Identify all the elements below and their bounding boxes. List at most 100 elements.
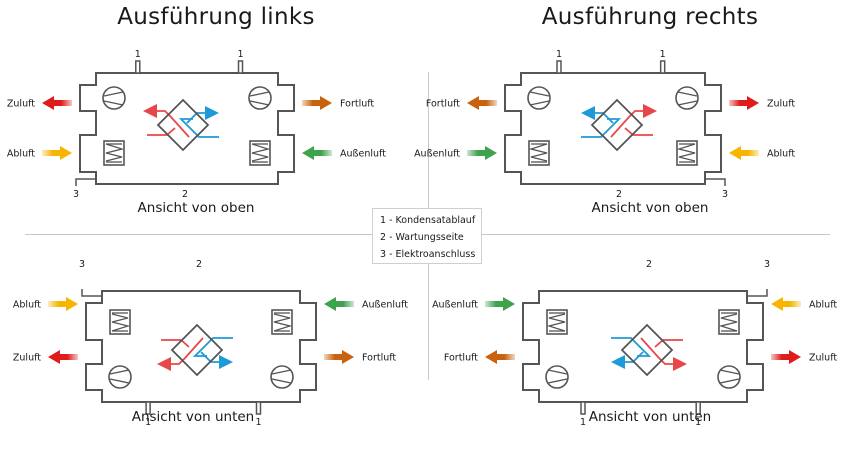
- arrow-aussenluft: [302, 146, 332, 160]
- cold-flow-line: [186, 112, 205, 124]
- housing-outline: [79, 72, 295, 185]
- port-label-zuluft: Zuluft: [13, 353, 41, 364]
- cold-flow-line: [611, 337, 652, 357]
- housing-outline: [522, 290, 764, 403]
- filter-icon: [103, 140, 125, 166]
- housing-outline: [504, 72, 722, 185]
- cold-flow-line: [178, 118, 219, 138]
- arrow-fortluft: [485, 350, 515, 364]
- unit-housing: [81, 289, 317, 415]
- arrow-abluft: [48, 297, 78, 311]
- arrow-zuluft: [42, 96, 72, 110]
- title-ausfuehrung-rechts: Ausführung rechts: [541, 4, 759, 30]
- port-label-aussenluft: Außenluft: [414, 149, 460, 160]
- marker-electrical: 3: [73, 189, 79, 200]
- condensate-drain-stub: [135, 60, 141, 74]
- heat-exchanger-icon: [157, 323, 233, 377]
- marker-condensate: 1: [135, 49, 141, 60]
- heat-exchanger-icon: [143, 98, 219, 152]
- condensate-drain-stub: [695, 401, 701, 415]
- caption-left-top: Ansicht von oben: [137, 200, 255, 216]
- port-label-abluft: Abluft: [809, 300, 837, 311]
- heat-exchanger-icon: [611, 323, 687, 377]
- arrow-zuluft: [729, 96, 759, 110]
- fan-icon: [248, 86, 272, 110]
- exchanger-diamond: [170, 323, 224, 377]
- arrow-fortluft: [467, 96, 497, 110]
- marker-condensate: 1: [237, 49, 243, 60]
- filter-icon: [271, 309, 293, 335]
- filter-icon: [676, 140, 698, 166]
- marker-service-side: 2: [182, 189, 188, 200]
- exchanger-diamond: [620, 323, 674, 377]
- unit-housing: [522, 289, 768, 415]
- cold-flow-arrow: [611, 355, 625, 369]
- filter-icon: [546, 309, 568, 335]
- heat-exchanger-icon: [581, 98, 657, 152]
- port-label-fortluft: Fortluft: [426, 99, 460, 110]
- fan-icon: [527, 86, 551, 110]
- port-label-fortluft: Fortluft: [362, 353, 396, 364]
- port-label-zuluft: Zuluft: [809, 353, 837, 364]
- cold-flow-line: [200, 351, 219, 363]
- unit-housing: [75, 60, 295, 186]
- arrow-fortluft: [324, 350, 354, 364]
- cold-flow-line: [625, 351, 644, 363]
- condensate-drain-stub: [659, 60, 666, 74]
- marker-condensate: 1: [580, 417, 586, 428]
- condensate-drain-stub: [145, 401, 151, 415]
- fan-icon: [102, 86, 126, 110]
- unit-housing: [504, 60, 726, 186]
- marker-condensate: 1: [255, 417, 261, 428]
- fan-icon: [108, 365, 132, 389]
- arrow-aussenluft: [467, 146, 497, 160]
- legend-item-condensate: 1 - Kondensatablauf: [380, 215, 476, 226]
- arrow-abluft: [42, 146, 72, 160]
- electrical-connection: [705, 178, 726, 186]
- port-label-aussenluft: Außenluft: [340, 149, 386, 160]
- arrow-abluft: [729, 146, 759, 160]
- legend-item-electrical: 3 - Elektroanschluss: [380, 249, 476, 260]
- arrow-zuluft: [48, 350, 78, 364]
- marker-service-side: 2: [646, 259, 652, 270]
- port-label-zuluft: Zuluft: [7, 99, 35, 110]
- exchanger-diamond: [590, 98, 644, 152]
- port-label-aussenluft: Außenluft: [362, 300, 408, 311]
- electrical-connection: [747, 289, 768, 297]
- fan-icon: [270, 365, 294, 389]
- arrow-abluft: [771, 297, 801, 311]
- title-ausfuehrung-links: Ausführung links: [117, 4, 315, 30]
- housing-outline: [85, 290, 317, 403]
- condensate-drain-stub: [255, 401, 262, 415]
- warm-flow-arrow: [643, 104, 657, 118]
- port-label-fortluft: Fortluft: [444, 353, 478, 364]
- marker-condensate: 1: [556, 49, 562, 60]
- caption-right-top: Ansicht von oben: [591, 200, 709, 216]
- port-label-abluft: Abluft: [767, 149, 795, 160]
- filter-icon: [718, 309, 740, 335]
- arrow-fortluft: [302, 96, 332, 110]
- marker-service-side: 2: [196, 259, 202, 270]
- fan-icon: [675, 86, 699, 110]
- arrow-aussenluft: [485, 297, 515, 311]
- port-label-abluft: Abluft: [13, 300, 41, 311]
- arrow-zuluft: [771, 350, 801, 364]
- electrical-connection: [81, 289, 102, 297]
- caption-right-bottom: Ansicht von unten: [588, 409, 712, 425]
- port-label-fortluft: Fortluft: [340, 99, 374, 110]
- marker-condensate: 1: [660, 49, 666, 60]
- cold-flow-line: [581, 118, 622, 138]
- fan-icon: [717, 365, 741, 389]
- marker-condensate: 1: [145, 417, 151, 428]
- cold-flow-arrow: [205, 106, 219, 120]
- legend-item-service-side: 2 - Wartungsseite: [380, 232, 464, 243]
- exchanger-diamond: [156, 98, 210, 152]
- cold-flow-line: [595, 112, 614, 124]
- filter-icon: [109, 309, 131, 335]
- arrow-aussenluft: [324, 297, 354, 311]
- port-label-zuluft: Zuluft: [767, 99, 795, 110]
- marker-electrical: 3: [79, 259, 85, 270]
